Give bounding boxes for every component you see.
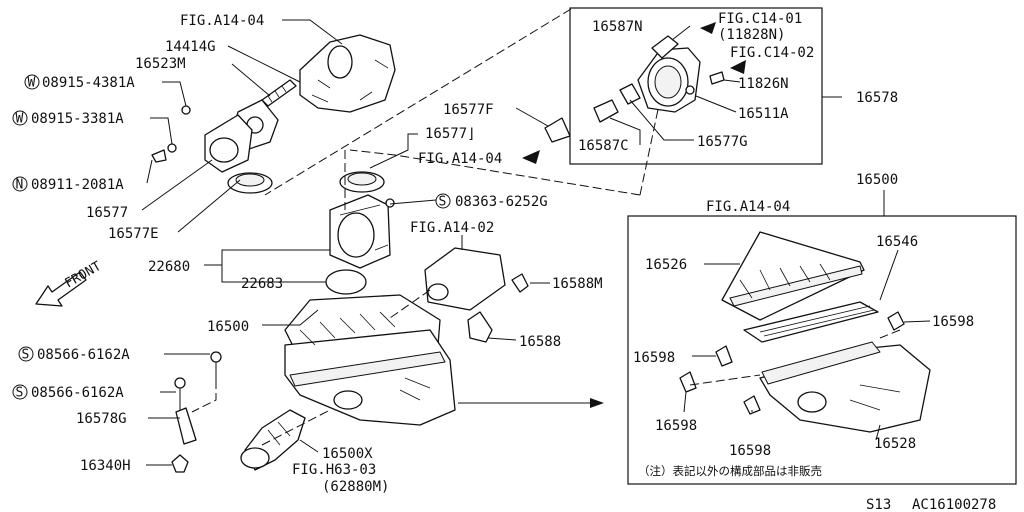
air-flow-sensor-box <box>569 7 823 165</box>
diagram-code: AC16100278 <box>912 497 996 512</box>
dashed-guide-a <box>264 8 572 196</box>
screw-marker-a-letter: S <box>22 348 30 363</box>
label-16577g[interactable]: 16577G <box>697 134 748 150</box>
label-22680[interactable]: 22680 <box>148 259 190 275</box>
screw-marker-b: S <box>12 384 28 401</box>
filter-element-16546 <box>743 301 879 343</box>
label-11828n[interactable]: (11828N) <box>718 27 785 43</box>
note-text: （注）表記以外の構成部品は非販売 <box>638 464 822 478</box>
label-08566-6162a-upper[interactable]: 08566-6162A <box>37 347 130 363</box>
clips-16598 <box>679 311 905 415</box>
bracket-a14-02 <box>424 247 529 343</box>
dashed-guide-e <box>389 289 431 319</box>
label-16598-bottom-left[interactable]: 16598 <box>655 418 697 434</box>
label-08911-2081a[interactable]: 08911-2081A <box>31 177 124 193</box>
label-fig-c14-02[interactable]: FIG.C14-02 <box>730 45 814 61</box>
dashed-guide-h <box>689 374 761 386</box>
label-62880m[interactable]: (62880M) <box>322 479 389 495</box>
label-16578[interactable]: 16578 <box>856 90 898 106</box>
air-cleaner-detail-box <box>627 215 1017 485</box>
clamp-16577j <box>339 171 385 193</box>
dashed-guide-f <box>191 380 217 413</box>
label-16511a[interactable]: 16511A <box>738 106 789 122</box>
nut-marker-letter: N <box>16 178 24 193</box>
fasteners-top <box>151 105 191 163</box>
label-16588[interactable]: 16588 <box>519 334 561 350</box>
front-arrow-icon <box>35 271 87 307</box>
label-14414g[interactable]: 14414G <box>165 39 216 55</box>
screw-marker-c-letter: S <box>439 195 447 210</box>
arrow-c14-01 <box>700 22 716 34</box>
label-fig-a14-02[interactable]: FIG.A14-02 <box>410 220 494 236</box>
detail-arrow-head <box>590 398 604 408</box>
label-16577f[interactable]: 16577F <box>443 102 494 118</box>
air-flow-sensor-16578 <box>544 35 725 143</box>
duct-16577 <box>204 114 253 173</box>
dashed-guide-b <box>349 149 641 196</box>
label-16546[interactable]: 16546 <box>876 234 918 250</box>
washer-marker-b-letter: W <box>16 112 24 127</box>
washer-marker-a-letter: W <box>28 76 36 91</box>
label-16500-left[interactable]: 16500 <box>207 319 249 335</box>
label-fig-a14-04-mid[interactable]: FIG.A14-04 <box>418 151 502 167</box>
dashed-guide-i <box>879 329 901 339</box>
label-fig-c14-01[interactable]: FIG.C14-01 <box>718 11 802 27</box>
label-16340h[interactable]: 16340H <box>80 458 131 474</box>
air-cleaner-assembly-left <box>284 294 456 426</box>
upper-case-16526 <box>721 231 865 321</box>
label-16598-bottom[interactable]: 16598 <box>729 443 771 459</box>
label-08915-4381a[interactable]: 08915-4381A <box>42 75 135 91</box>
label-08363-6252g[interactable]: 08363-6252G <box>455 194 548 210</box>
label-16523m[interactable]: 16523M <box>135 56 186 72</box>
washer-marker-b: W <box>12 110 28 127</box>
screw-marker-b-letter: S <box>16 386 24 401</box>
label-16587c[interactable]: 16587C <box>578 138 629 154</box>
screw-marker-a: S <box>18 346 34 363</box>
label-08915-3381a[interactable]: 08915-3381A <box>31 111 124 127</box>
duct-16500x <box>240 409 306 471</box>
throttle-body-22680 <box>329 194 395 269</box>
washer-marker-a: W <box>24 74 40 91</box>
arrow-c14-02 <box>730 60 746 74</box>
leader-lines <box>141 19 931 466</box>
label-fig-a14-04-right[interactable]: FIG.A14-04 <box>706 199 790 215</box>
label-front[interactable]: FRONT <box>63 259 105 292</box>
label-16500-right[interactable]: 16500 <box>856 172 898 188</box>
label-fig-h63-03[interactable]: FIG.H63-03 <box>292 462 376 478</box>
resonator-duct <box>299 34 396 113</box>
label-16587n[interactable]: 16587N <box>592 19 643 35</box>
label-22683[interactable]: 22683 <box>241 276 283 292</box>
label-16577[interactable]: 16577 <box>86 205 128 221</box>
label-16588m[interactable]: 16588M <box>552 276 603 292</box>
label-08566-6162a-lower[interactable]: 08566-6162A <box>31 385 124 401</box>
label-11826n[interactable]: 11826N <box>738 76 789 92</box>
arrow-a14-04-mid <box>522 150 540 164</box>
clamp-16577e <box>227 172 273 194</box>
label-16598-right[interactable]: 16598 <box>932 314 974 330</box>
label-16598-left[interactable]: 16598 <box>633 350 675 366</box>
label-16578g[interactable]: 16578G <box>76 411 127 427</box>
page-code: S13 <box>866 497 891 512</box>
label-16526[interactable]: 16526 <box>645 257 687 273</box>
nut-marker: N <box>12 176 28 193</box>
label-16500x[interactable]: 16500X <box>322 446 373 462</box>
fasteners-lower-left <box>171 351 222 473</box>
dashed-guide-c <box>639 99 661 196</box>
screw-marker-c: S <box>435 193 451 210</box>
label-16528[interactable]: 16528 <box>874 436 916 452</box>
label-fig-a14-04-top[interactable]: FIG.A14-04 <box>180 13 264 29</box>
label-16577j[interactable]: 16577⌋ <box>425 126 476 142</box>
lower-case-16528 <box>759 341 931 433</box>
label-16577e[interactable]: 16577E <box>108 226 159 242</box>
seal-22683 <box>325 269 367 295</box>
